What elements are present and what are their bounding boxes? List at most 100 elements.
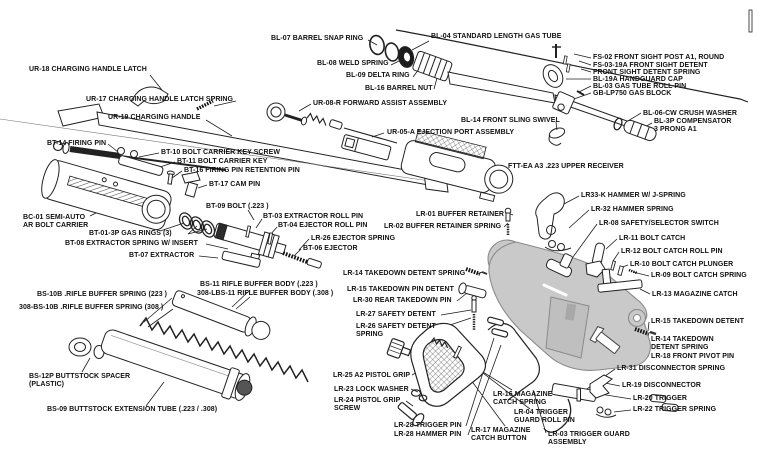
part-label: GB-LP750 GAS BLOCK (593, 90, 672, 97)
part-label: LR-24 PISTOL GRIP SCREW (334, 397, 401, 413)
handguard-cap (542, 64, 564, 88)
buffer-retainer (504, 207, 512, 235)
part-label: BL-3P COMPENSATOR 3 PRONG A1 (654, 118, 732, 134)
part-label: BL-16 BARREL NUT (365, 85, 433, 92)
trigger-guard-roll-pin (452, 345, 462, 359)
part-label: LR-01 BUFFER RETAINER (416, 211, 505, 218)
part-label: LR-23 LOCK WASHER (334, 386, 409, 393)
part-label: LR-13 MAGAZINE CATCH (652, 291, 738, 298)
bolt-carrier (41, 147, 201, 231)
part-label: UR-08-R FORWARD ASSIST ASSEMBLY (313, 100, 448, 107)
extractor (221, 250, 261, 268)
part-label: LR-30 REAR TAKEDOWN PIN (353, 297, 452, 304)
hammer-pin (661, 403, 679, 412)
bolt-catch-plunger (617, 265, 625, 277)
part-label: LR-22 TRIGGER SPRING (633, 406, 717, 413)
takedown-detent-spring (465, 267, 481, 276)
forward-assist-assembly (266, 102, 343, 130)
part-label: LR-18 FRONT PIVOT PIN (651, 353, 735, 360)
part-label: BS-12P BUTTSTOCK SPACER (PLASTIC) (29, 373, 131, 389)
trigger-hammer-pins (487, 316, 509, 338)
lock-washer (410, 389, 422, 397)
lock-washer (418, 394, 428, 402)
part-label: BL-19A HANDGUARD CAP (593, 76, 683, 83)
charging-handle (0, 86, 449, 193)
charging-handle-latch-spring (196, 99, 214, 111)
part-label: 308-BS-10B .RIFLE BUFFER SPRING (308 ) (19, 304, 164, 311)
part-label: LR-02 BUFFER RETAINER SPRING (384, 223, 502, 230)
part-label: FRONT SIGHT DETENT SPRING (593, 69, 701, 76)
firing-pin-retention-pin (166, 170, 175, 185)
part-label: LR-17 MAGAZINE CATCH BUTTON (471, 427, 531, 443)
part-label: LR-31 DISCONNECTOR SPRING (617, 365, 726, 372)
part-label: LR-14 TAKEDOWN DETENT SPRING (651, 336, 714, 352)
bolt (213, 222, 287, 259)
ejector-roll-pin (267, 232, 274, 245)
bolt-catch-spring (628, 268, 638, 275)
part-label: LR-04 TRIGGER GUARD ROLL PIN (514, 409, 575, 425)
lower-small-parts (458, 192, 679, 433)
part-label: BT-14 FIRING PIN (47, 140, 107, 147)
magazine-catch (597, 268, 643, 293)
part-label: LR-26 SAFETY DETENT SPRING (356, 323, 436, 339)
part-label: FTT-EA A3 .223 UPPER RECEIVER (508, 163, 624, 170)
part-label: BT-03 EXTRACTOR ROLL PIN (263, 213, 364, 220)
gas-tube-pin (748, 9, 753, 33)
hammer-spring (544, 240, 572, 252)
part-label: BL-03 GAS TUBE ROLL PIN (593, 83, 687, 90)
part-label: BL-09 DELTA RING (346, 72, 410, 79)
part-label: BS-09 BUTTSTOCK EXTENSION TUBE (.223 / .… (47, 406, 218, 413)
gas-rings (178, 212, 216, 238)
takedown-detent-spring (634, 327, 650, 336)
buffer-body (171, 290, 271, 340)
part-label: BS-11 RIFLE BUFFER BODY (.223 ) (200, 281, 318, 288)
part-label: LR-20 TRIGGER (633, 395, 687, 402)
part-label: BT-10 BOLT CARRIER KEY SCREW (161, 149, 280, 156)
part-label: LR-03 TRIGGER GUARD ASSEMBLY (548, 431, 630, 447)
part-label: LR-09 BOLT CATCH SPRING (651, 272, 747, 279)
barrel-assembly (369, 9, 753, 146)
part-label: BT-07 EXTRACTOR (129, 252, 195, 259)
part-label: BL-07 BARREL SNAP RING (271, 35, 364, 42)
part-label: FS-03-19A FRONT SIGHT DETENT (593, 62, 708, 69)
front-sling-swivel (548, 127, 566, 146)
part-label: LR-19 DISCONNECTOR (622, 382, 701, 389)
takedown-detent (649, 330, 657, 336)
part-label: BT-09 BOLT (.223 ) (206, 203, 269, 210)
part-label: LR-16 MAGAZINE CATCH SPRING (493, 391, 553, 407)
trigger-spring (595, 406, 617, 418)
part-label: LR-15 TAKEDOWN PIN DETENT (347, 286, 454, 293)
bolt-group (178, 212, 322, 269)
ejection-port-assembly (341, 127, 398, 161)
part-label: UR-19 CHARGING HANDLE (108, 114, 201, 121)
part-label: LR-11 BOLT CATCH (619, 235, 686, 242)
buffer-spring (139, 316, 309, 383)
part-label: BT-11 BOLT CARRIER KEY (177, 158, 268, 165)
part-label: LR-27 SAFETY DETENT (356, 311, 436, 318)
part-label: LR-26 EJECTOR SPRING (311, 235, 396, 242)
ejector-spring (282, 251, 308, 264)
part-label: UR-17 CHARGING HANDLE LATCH SPRING (86, 96, 234, 103)
magazine-catch-button (386, 338, 412, 359)
part-label: BL-14 FRONT SLING SWIVEL (461, 117, 560, 124)
cam-pin (181, 171, 201, 198)
bolt-catch-roll-pin (610, 260, 617, 271)
barrel-snap-ring (369, 34, 385, 56)
front-pivot-pin (589, 326, 621, 354)
hammer (535, 192, 565, 240)
bolt-carrier-key-screw (130, 150, 138, 158)
takedown-pin-detent (481, 271, 488, 275)
pistol-grip-screw (397, 402, 425, 427)
crush-washer (613, 117, 623, 131)
part-label: BL-04 STANDARD LENGTH GAS TUBE (431, 33, 562, 40)
upper-receiver (400, 129, 514, 203)
part-label: LR33-K HAMMER W/ J-SPRING (581, 192, 686, 199)
magazine-catch-spring (430, 336, 449, 349)
part-label: BT-04 EJECTOR ROLL PIN (278, 222, 368, 229)
bolt-catch (585, 242, 606, 278)
part-label: UR-05-A EJECTION PORT ASSEMBLY (387, 129, 515, 136)
buttstock-extension-tube (100, 329, 253, 401)
charging-handle-latch (130, 86, 169, 107)
